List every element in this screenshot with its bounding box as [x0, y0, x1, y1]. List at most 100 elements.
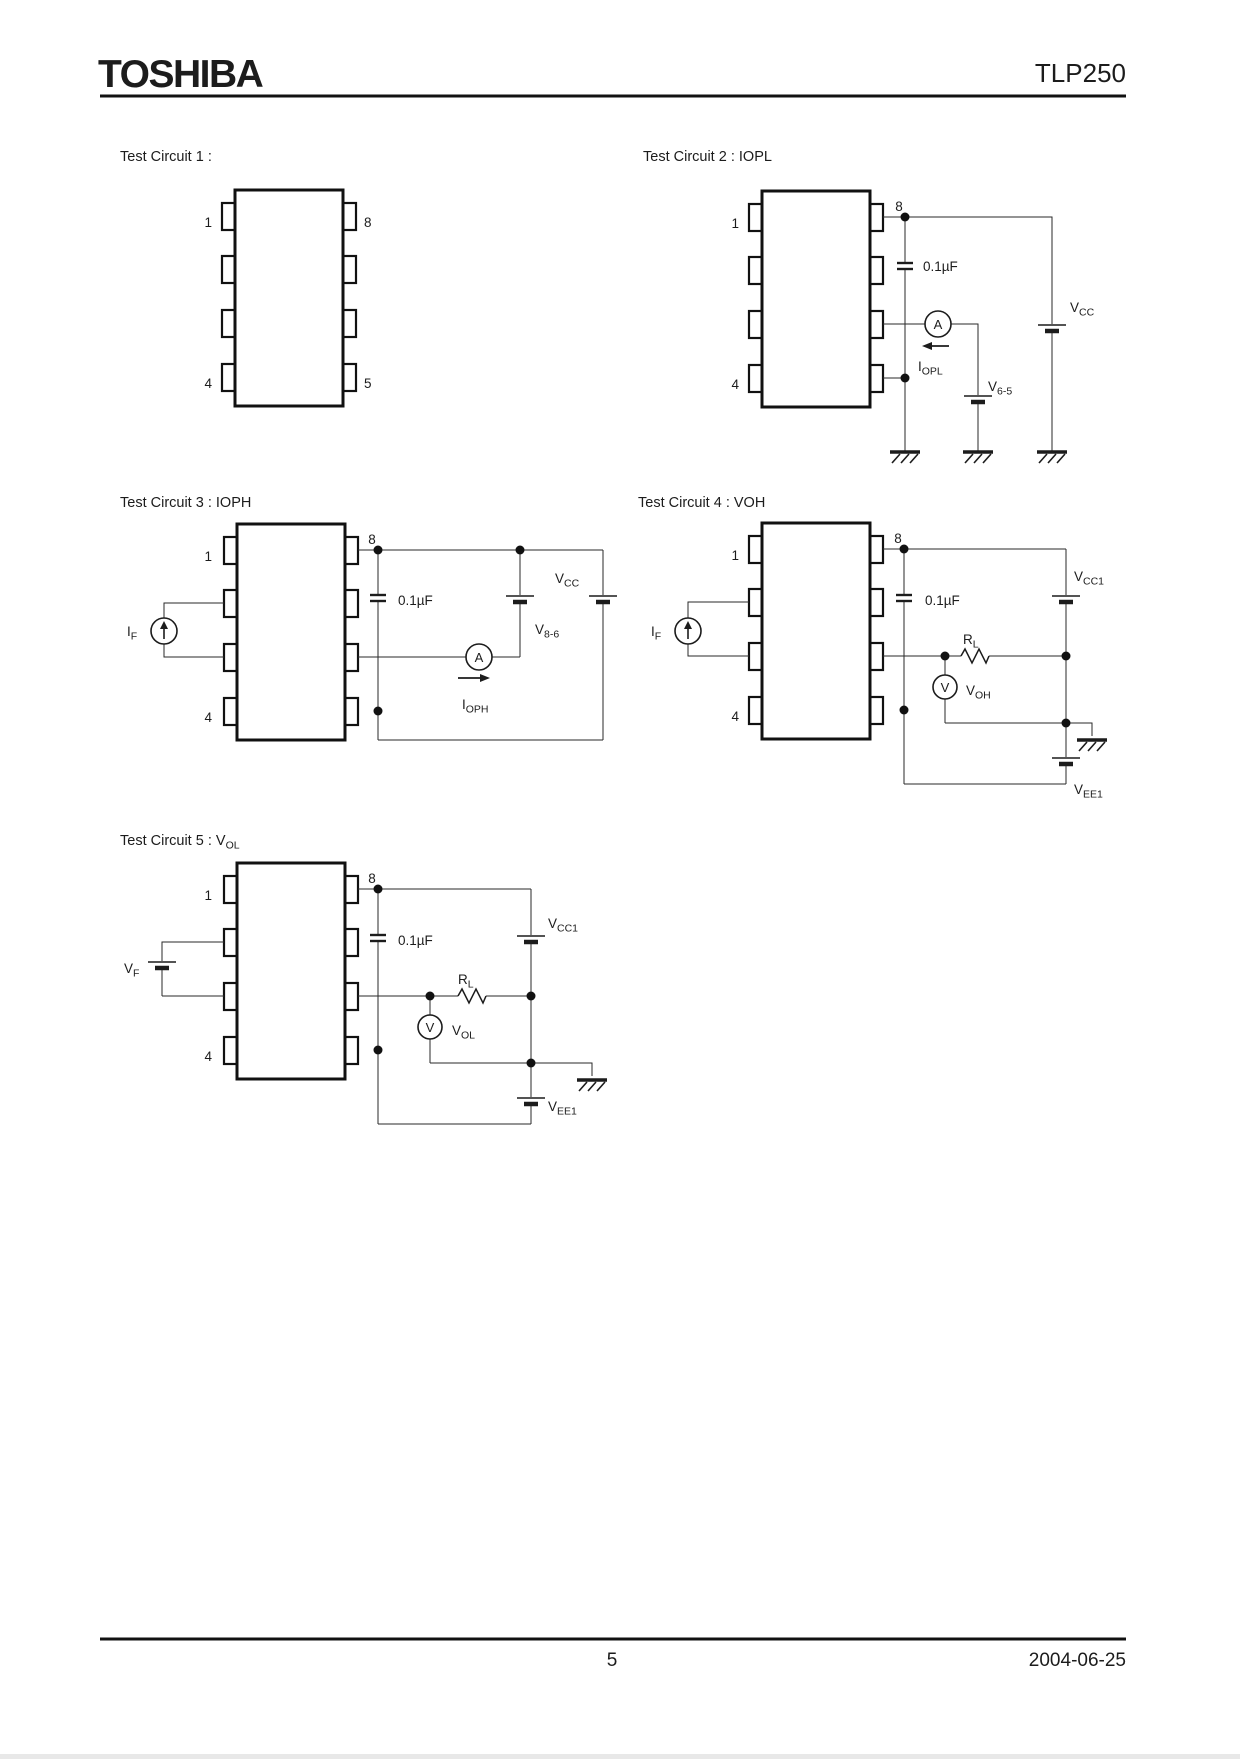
label-vcc1: VCC1 [548, 916, 578, 935]
pin-number-label: 1 [204, 215, 212, 230]
ground-icon [1075, 738, 1109, 753]
battery-vcc [589, 595, 617, 605]
ground-icon [575, 1078, 609, 1093]
source-circle [674, 617, 702, 645]
capacitor-label: 0.1µF [398, 593, 433, 608]
bypass-capacitor [370, 933, 386, 943]
test-circuit-4: Test Circuit 4 : VOH 1 4 8 IF 0. [638, 495, 1109, 801]
battery-vcc [1038, 324, 1066, 334]
load-resistor [457, 987, 487, 1005]
dip8-package [747, 189, 885, 409]
junction-dot [899, 544, 909, 554]
pin-number-label: 8 [894, 531, 902, 546]
test-circuit-2: Test Circuit 2 : IOPL 1 4 8 0.1µF A [643, 149, 1095, 465]
battery-vcc1 [1052, 595, 1080, 605]
ground-icon [888, 450, 922, 465]
bypass-capacitor [370, 593, 386, 603]
label-vcc: VCC [555, 571, 580, 590]
circuit-title: Test Circuit 5 : VOL [120, 833, 240, 852]
junction-dot [425, 991, 435, 1001]
current-arrow [922, 342, 949, 350]
current-label: IOPH [462, 697, 489, 716]
test-circuit-1: Test Circuit 1 : 1 8 4 5 [120, 149, 372, 408]
label-rl: RL [458, 972, 474, 991]
pin-number-label: 1 [731, 216, 739, 231]
label-v6-5: V6-5 [988, 379, 1012, 398]
if-current-source [150, 617, 178, 645]
ground-icon [1035, 450, 1069, 465]
load-resistor [960, 647, 990, 665]
voltmeter-letter: V [941, 680, 950, 695]
current-arrow [458, 674, 490, 682]
label-vcc1: VCC1 [1074, 569, 1104, 588]
wire-gnd-stub [531, 1062, 593, 1076]
label-vol: VOL [452, 1023, 475, 1042]
footer: 5 2004-06-25 [100, 1637, 1126, 1671]
ammeter-circle [924, 310, 952, 338]
source-circle [150, 617, 178, 645]
junction-dot [526, 991, 536, 1001]
label-voh: VOH [966, 683, 991, 702]
voltmeter-letter: V [426, 1020, 435, 1035]
junction-dot [900, 373, 910, 383]
junction-dot [373, 545, 383, 555]
if-current-source [674, 617, 702, 645]
dip8-package [222, 861, 360, 1081]
arrow-head [160, 621, 168, 629]
voltmeter-circle [417, 1014, 443, 1040]
ammeter: A [924, 310, 952, 338]
current-label: IOPL [918, 359, 943, 378]
pin-number-label: 8 [368, 871, 376, 886]
label-vee1: VEE1 [548, 1099, 577, 1118]
wire-if-loop [687, 601, 749, 657]
pin-number-label: 8 [895, 199, 903, 214]
pin-number-label: 4 [204, 710, 212, 725]
pin-number-label: 5 [364, 376, 372, 391]
battery-vee1 [1052, 757, 1080, 767]
wire-vcc-loop [378, 550, 604, 741]
voltmeter: V [417, 1014, 443, 1040]
arrow-head [480, 674, 490, 682]
wire-vf-loop [161, 941, 224, 997]
pin-number-label: 4 [731, 709, 739, 724]
junction-dot [900, 212, 910, 222]
test-circuit-3: Test Circuit 3 : IOPH 1 4 8 IF 0.1µF [120, 495, 617, 742]
pin-number-label: 4 [204, 1049, 212, 1064]
label-if: IF [651, 624, 661, 643]
label-vf: VF [124, 961, 139, 980]
wire-if-loop [163, 602, 224, 658]
label-if: IF [127, 624, 137, 643]
header: TOSHIBA TLP250 [98, 53, 1126, 98]
junction-dot [940, 651, 950, 661]
circuit-title: Test Circuit 4 : VOH [638, 495, 765, 511]
battery-vee1 [517, 1097, 545, 1107]
ammeter-letter: A [934, 317, 943, 332]
ground-icon [961, 450, 995, 465]
wires [161, 888, 593, 1125]
pin-number-label: 4 [731, 377, 739, 392]
pin-number-label: 8 [368, 532, 376, 547]
capacitor-label: 0.1µF [923, 259, 958, 274]
pin-number-label: 1 [731, 548, 739, 563]
label-rl: RL [963, 632, 979, 651]
junction-dot [515, 545, 525, 555]
wire-bypass-branch [903, 549, 1066, 785]
junction-dot [526, 1058, 536, 1068]
label-v8-6: V8-6 [535, 622, 559, 641]
revision-date: 2004-06-25 [1029, 1650, 1126, 1671]
wire-vcc-net [883, 216, 1053, 324]
circuit-title: Test Circuit 2 : IOPL [643, 149, 772, 165]
wire-voltmeter [944, 656, 1066, 724]
ammeter-letter: A [475, 650, 484, 665]
dip8-package [747, 521, 885, 741]
junction-dot [373, 1045, 383, 1055]
arrow-head [684, 621, 692, 629]
toshiba-logo: TOSHIBA [98, 53, 264, 96]
voltmeter: V [932, 674, 958, 700]
junction-dot [373, 706, 383, 716]
resistor-zigzag [960, 647, 990, 665]
junction-dot [373, 884, 383, 894]
resistor-zigzag [457, 987, 487, 1005]
